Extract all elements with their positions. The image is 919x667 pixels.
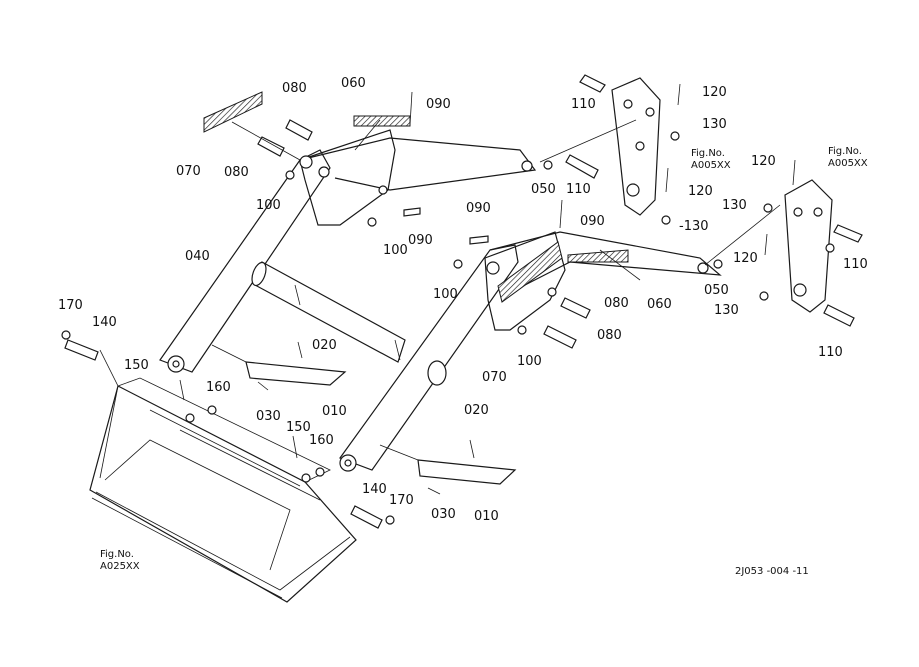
label-050: 050 [704,283,729,298]
label-170: 170 [389,493,414,508]
label-110: 110 [566,182,591,197]
fig-ref-right-bracket: Fig.No. A005XX [828,146,868,169]
label-140: 140 [92,315,117,330]
label-090: 090 [466,201,491,216]
label-100: 100 [517,354,542,369]
label-120: 120 [751,154,776,169]
label-100: 100 [256,198,281,213]
label-130: 130 [702,117,727,132]
bucket [89,377,357,603]
label-090: 090 [426,97,451,112]
label-060: 060 [341,76,366,91]
label-130: -130 [679,219,709,234]
drawing-code: 2J053 -004 -11 [735,566,809,577]
leader-lines [99,119,781,387]
label-110: 110 [571,97,596,112]
label-030: 030 [431,507,456,522]
label-040: 040 [185,249,210,264]
fig-ref-line: Fig.No. [828,146,862,157]
label-140: 140 [362,482,387,497]
label-020: 020 [312,338,337,353]
label-110: 110 [818,345,843,360]
label-080: 080 [224,165,249,180]
fig-ref-line: A005XX [828,158,868,169]
cross-tube [251,261,406,363]
label-170: 170 [58,298,83,313]
label-010: 010 [474,509,499,524]
label-070: 070 [176,164,201,179]
label-090: 090 [580,214,605,229]
label-080: 080 [282,81,307,96]
label-130: 130 [722,198,747,213]
label-160: 160 [206,380,231,395]
fig-ref-line: Fig.No. [100,549,134,560]
label-130: 130 [714,303,739,318]
bracket-left [611,77,661,216]
label-100: 100 [383,243,408,258]
label-030: 030 [256,409,281,424]
left-arm [159,129,537,373]
label-120: 120 [688,184,713,199]
right-arm [339,231,722,472]
label-020: 020 [464,403,489,418]
fig-ref-line: Fig.No. [691,148,725,159]
decals [203,91,629,303]
label-150: 150 [286,420,311,435]
latch-assemblies [211,341,517,495]
label-080: 080 [604,296,629,311]
label-110: 110 [843,257,868,272]
label-090: 090 [408,233,433,248]
fig-ref-line: A005XX [691,160,731,171]
label-100: 100 [433,287,458,302]
fasteners [61,74,863,529]
callout-labels: 080 060 090 070 080 100 100 090 110 120 … [58,76,868,577]
label-010: 010 [322,404,347,419]
label-070: 070 [482,370,507,385]
fig-ref-bucket: Fig.No. A025XX [100,549,140,572]
label-050: 050 [531,182,556,197]
label-080: 080 [597,328,622,343]
bracket-right [784,179,835,313]
label-120: 120 [733,251,758,266]
label-150: 150 [124,358,149,373]
label-060: 060 [647,297,672,312]
label-160: 160 [309,433,334,448]
fig-ref-left-bracket: Fig.No. A005XX [691,148,731,171]
label-120: 120 [702,85,727,100]
fig-ref-line: A025XX [100,561,140,572]
